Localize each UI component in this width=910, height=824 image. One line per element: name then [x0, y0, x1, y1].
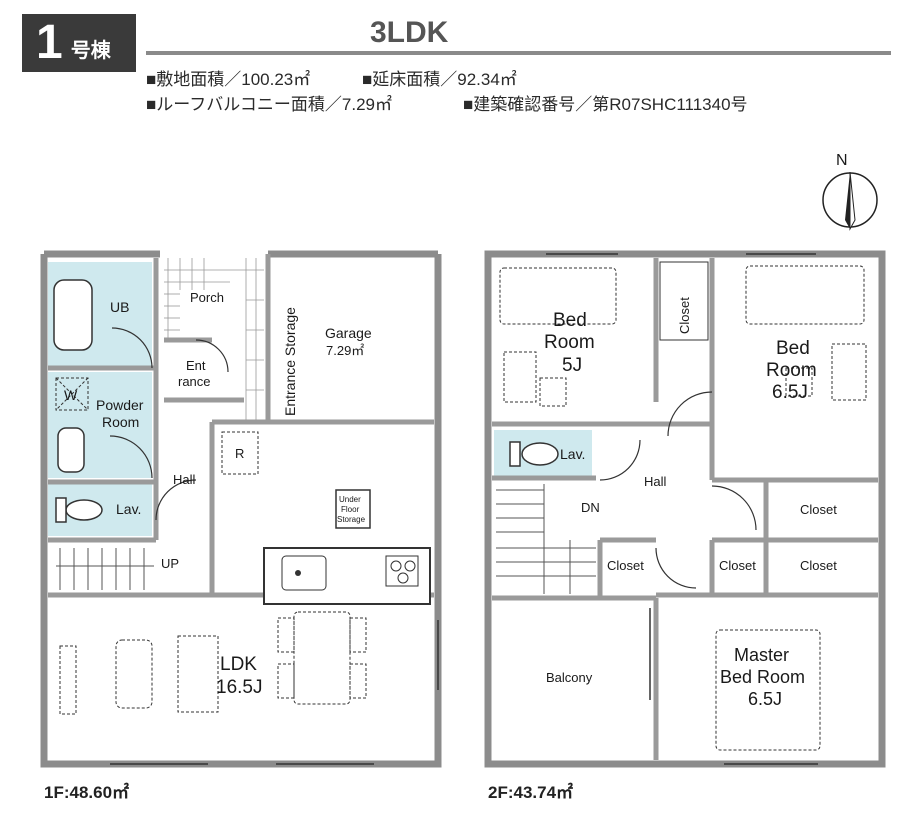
room-bed2-line2: Room	[766, 360, 817, 381]
room-entrance-storage: Entrance Storage	[282, 307, 298, 416]
room-bed1-line2: Room	[544, 332, 595, 353]
closet-vertical: Closet	[677, 297, 692, 334]
room-hall: Hall	[173, 472, 196, 487]
compass-icon: N	[822, 152, 878, 231]
room-ldk: LDK	[220, 654, 257, 675]
closet-d: Closet	[800, 558, 837, 573]
floor1-plan: UB Porch Garage 7.29㎡ Entrance Storage E…	[40, 250, 442, 768]
room-powder-line2: Room	[102, 414, 139, 430]
floor2-area: 2F:43.74㎡	[488, 783, 574, 802]
room-bed1-line1: Bed	[553, 310, 587, 331]
room-ldk-size: 16.5J	[216, 677, 262, 698]
room-lav2: Lav.	[560, 446, 585, 462]
room-master-line2: Bed Room	[720, 667, 805, 687]
stairs-dn-label: DN	[581, 500, 600, 515]
spec-roof-balcony: ■ルーフバルコニー面積／7.29㎡	[146, 95, 392, 114]
room-ub: UB	[110, 299, 129, 315]
garage-area: 7.29㎡	[326, 343, 364, 358]
north-label: N	[836, 152, 848, 169]
washer-label: W	[64, 387, 78, 403]
building-label: 号棟	[70, 39, 111, 62]
room-powder-line1: Powder	[96, 397, 144, 413]
building-number: 1	[36, 16, 63, 69]
closet-c: Closet	[719, 558, 756, 573]
closet-a: Closet	[800, 502, 837, 517]
floor1-area: 1F:48.60㎡	[44, 783, 130, 802]
spec-confirmation-number: ■建築確認番号／第R07SHC111340号	[463, 95, 748, 114]
room-entrance-line2: rance	[178, 374, 211, 389]
room-bed1-size: 5J	[562, 355, 582, 376]
spec-site-area: ■敷地面積／100.23㎡	[146, 70, 311, 89]
under-storage-line2: Floor	[341, 505, 360, 514]
room-master-size: 6.5J	[748, 689, 782, 709]
under-storage-line1: Under	[339, 495, 361, 504]
room-porch: Porch	[190, 290, 224, 305]
title-rule	[146, 51, 891, 55]
room-entrance-line1: Ent	[186, 358, 206, 373]
room-hall2: Hall	[644, 474, 667, 489]
floor2-plan: Bed Room 5J Closet Bed Room 6.5J Lav. Ha…	[484, 250, 886, 768]
room-bed2-line1: Bed	[776, 338, 810, 359]
closet-b: Closet	[607, 558, 644, 573]
under-storage-line3: Storage	[337, 515, 366, 524]
refrigerator-label: R	[235, 446, 244, 461]
room-balcony: Balcony	[546, 670, 593, 685]
room-bed2-size: 6.5J	[772, 382, 808, 403]
room-lav: Lav.	[116, 501, 141, 517]
building-badge: 1 号棟	[22, 14, 136, 72]
stairs-up-label: UP	[161, 556, 179, 571]
layout-title: 3LDK	[370, 16, 449, 49]
room-garage: Garage	[325, 325, 372, 341]
spec-floor-area: ■延床面積／92.34㎡	[362, 70, 517, 89]
room-master-line1: Master	[734, 645, 789, 665]
